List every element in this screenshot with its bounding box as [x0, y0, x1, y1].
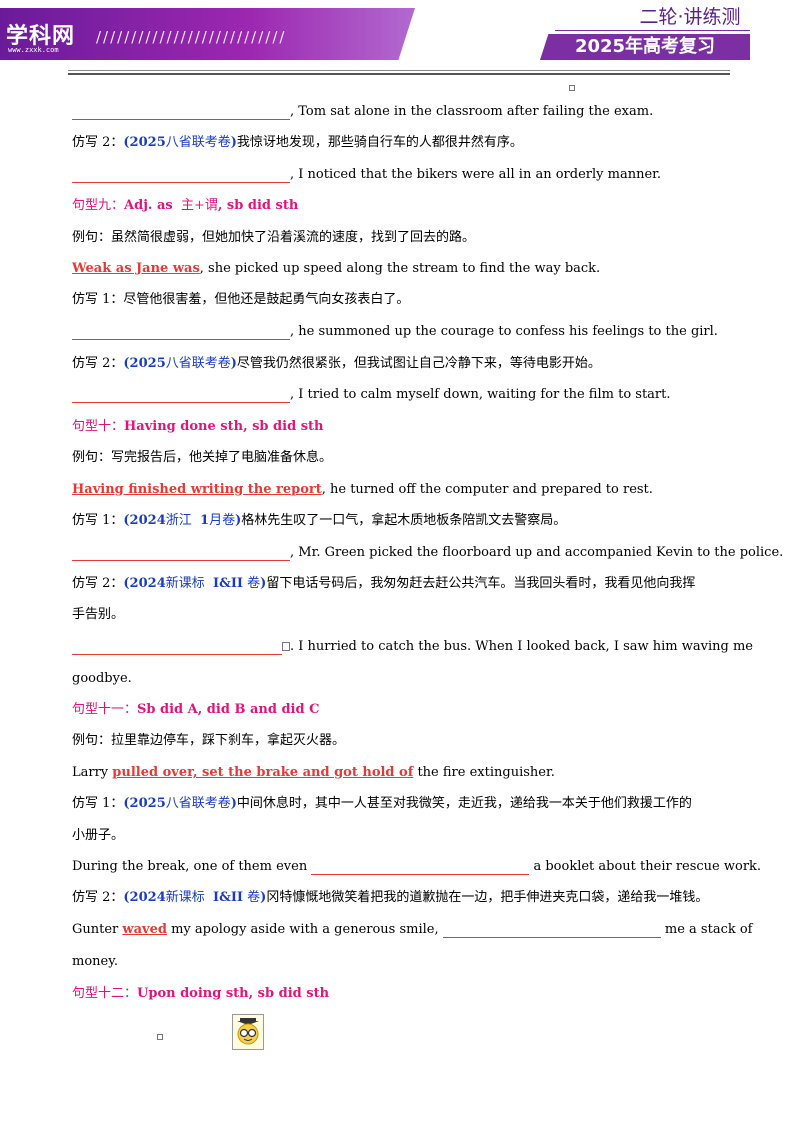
anchor-mark-icon [157, 1034, 163, 1040]
exercise-line: , he summoned up the courage to confess … [72, 324, 732, 340]
decorative-slashes: /////////////////////////// [96, 28, 287, 46]
page-header: 学科网 www.zxxk.com ///////////////////////… [0, 0, 800, 78]
student-doctor-icon [232, 1014, 264, 1050]
answer-blank[interactable] [72, 548, 290, 561]
answer-blank[interactable] [72, 170, 290, 183]
student-doctor-icon [237, 1018, 259, 1045]
pattern-heading: 句型十二：Upon doing sth, sb did sth [72, 986, 330, 1001]
exercise-prompt: 仿写 1：尽管他很害羞，但他还是鼓起勇气向女孩表白了。 [72, 292, 410, 307]
pattern-heading: 句型十一：Sb did A, did B and did C [72, 702, 320, 717]
exercise-line: , I noticed that the bikers were all in … [72, 167, 732, 183]
exercise-prompt: 仿写 1：(2024浙江 1月卷)格林先生叹了一口气，拿起木质地板条陪凯文去警察… [72, 513, 567, 528]
exercise-prompt-cont: 小册子。 [72, 828, 125, 843]
example-sentence-en: Having finished writing the report, he t… [72, 482, 653, 497]
exercise-line-cont: goodbye. [72, 671, 132, 686]
answer-blank[interactable] [442, 925, 661, 938]
example-sentence-cn: 例句：写完报告后，他关掉了电脑准备休息。 [72, 450, 333, 465]
header-rule-thin [68, 70, 730, 71]
logo-url: www.zxxk.com [8, 46, 59, 54]
example-sentence-cn: 例句：拉里靠边停车，踩下刹车，拿起灭火器。 [72, 733, 346, 748]
exercise-line: , I tried to calm myself down, waiting f… [72, 387, 732, 403]
example-sentence-en: Larry pulled over, set the brake and got… [72, 765, 555, 780]
answer-blank[interactable] [72, 642, 282, 655]
example-sentence-cn: 例句：虽然简很虚弱，但她加快了沿着溪流的速度，找到了回去的路。 [72, 230, 476, 245]
anchor-mark-icon [569, 85, 575, 91]
answer-blank[interactable] [72, 327, 290, 340]
example-sentence-en: Weak as Jane was, she picked up speed al… [72, 261, 601, 276]
anchor-mark-icon [282, 642, 290, 651]
answer-blank[interactable] [72, 390, 290, 403]
logo: 学科网 [6, 24, 76, 49]
exercise-prompt: 仿写 2：(2024新课标 I&II 卷)冈特慷慨地微笑着把我的道歉抛在一边，把… [72, 890, 709, 905]
exercise-prompt: 仿写 1：(2025八省联考卷)中间休息时，其中一人甚至对我微笑，走近我，递给我… [72, 796, 692, 811]
header-rule-thick [68, 73, 730, 75]
exercise-line-cont: money. [72, 954, 118, 969]
logo-banner: 学科网 www.zxxk.com ///////////////////////… [0, 8, 415, 60]
exercise-prompt: 仿写 2：(2024新课标 I&II 卷)留下电话号码后，我匆匆赶去赶公共汽车。… [72, 576, 696, 591]
pattern-heading: 句型九：Adj. as 主+谓, sb did sth [72, 198, 299, 213]
answer-blank[interactable] [72, 107, 290, 120]
exercise-line: , Mr. Green picked the floorboard up and… [72, 545, 783, 561]
series-title: 二轮·讲练测 [639, 6, 741, 28]
year-badge: 2025年高考复习 [540, 34, 750, 60]
exercise-prompt: 仿写 2：(2025八省联考卷)我惊讶地发现，那些骑自行车的人都很井然有序。 [72, 135, 523, 150]
exercise-prompt-cont: 手告别。 [72, 607, 125, 622]
exercise-line: During the break, one of them even a boo… [72, 859, 762, 875]
pattern-heading: 句型十：Having done sth, sb did sth [72, 419, 324, 434]
answer-blank[interactable] [311, 862, 530, 875]
exercise-prompt: 仿写 2：(2025八省联考卷)尽管我仍然很紧张，但我试图让自己冷静下来，等待电… [72, 356, 601, 371]
exercise-line: Gunter waved my apology aside with a gen… [72, 922, 753, 938]
exercise-line: , Tom sat alone in the classroom after f… [72, 104, 732, 120]
badge-divider [555, 30, 750, 31]
exercise-line: . I hurried to catch the bus. When I loo… [72, 639, 753, 655]
